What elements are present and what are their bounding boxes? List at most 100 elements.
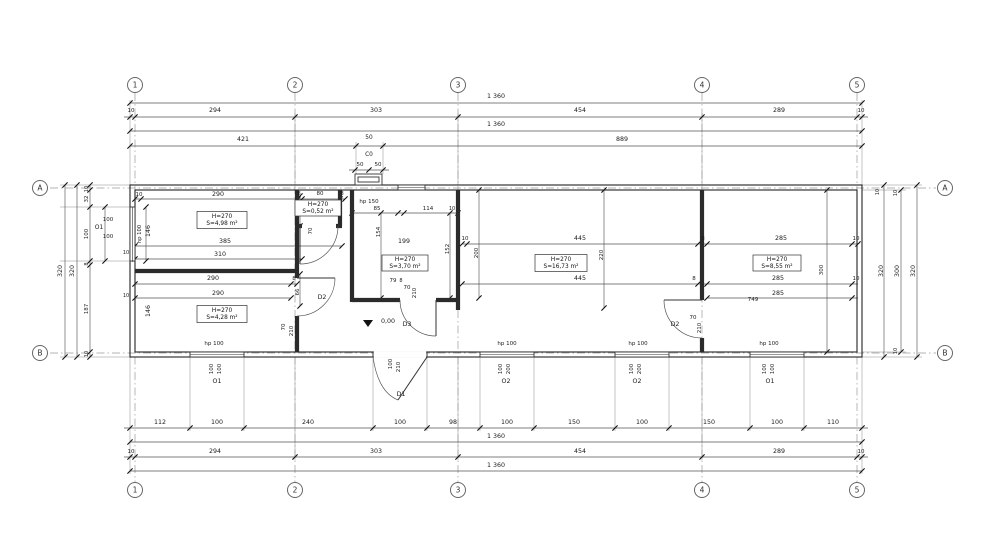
dimension-tick <box>881 182 887 188</box>
grid-axis-label: B <box>942 349 947 358</box>
dimension-tick <box>881 354 887 360</box>
dim-text: 32 <box>84 196 90 203</box>
dimension-tick <box>87 204 93 210</box>
dim-text: 421 <box>237 136 249 143</box>
dimension-tick <box>102 204 108 210</box>
dim-text: O1 <box>95 224 104 231</box>
dimension-tick <box>127 439 133 445</box>
door-opening <box>373 351 427 358</box>
dimension-tick <box>366 167 372 173</box>
room-label-box <box>534 254 588 272</box>
dim-text: O2 <box>633 378 642 385</box>
dim-text: 10 <box>462 236 469 242</box>
grid-axis-bubble <box>450 77 466 93</box>
dim-text: 220 <box>599 249 605 260</box>
dim-text: 187 <box>84 303 90 314</box>
dim-text: 385 <box>219 238 231 245</box>
dimension-tick <box>859 425 865 431</box>
dim-text: 100 <box>103 234 114 240</box>
dim-text: 50 <box>357 162 364 168</box>
dim-text: 445 <box>574 235 586 242</box>
room-height-label: H=270 <box>551 257 572 263</box>
dim-text: 10 <box>853 236 860 242</box>
dimension-tick <box>695 281 701 287</box>
dimension-tick <box>476 295 482 301</box>
dim-text: 303 <box>370 107 382 114</box>
dimension-tick <box>370 425 376 431</box>
grid-axis-bubble <box>450 482 466 498</box>
dim-text: 290 <box>212 191 224 198</box>
dimension-tick <box>292 454 298 460</box>
dimension-tick <box>854 454 860 460</box>
dimension-tick <box>464 241 470 247</box>
dim-text: 100 <box>394 419 406 426</box>
grid-axis-label: A <box>37 184 43 193</box>
dim-text: 70 <box>281 323 287 330</box>
dim-text: 1 360 <box>487 93 505 100</box>
dim-text: 454 <box>574 448 586 455</box>
dimension-tick <box>898 349 904 355</box>
dim-text: 10 <box>136 192 143 198</box>
grid-axis-bubble <box>287 77 303 93</box>
dimension-tick <box>288 295 294 301</box>
dim-text: 303 <box>370 448 382 455</box>
dimension-tick <box>859 454 865 460</box>
dim-text: 310 <box>214 251 226 258</box>
dimension-tick <box>127 114 133 120</box>
dim-text: 100 <box>771 419 783 426</box>
grid-axis-label: 5 <box>855 486 860 495</box>
dimension-tick <box>859 114 865 120</box>
dimension-tick <box>459 241 465 247</box>
dim-text: 85 <box>374 206 381 212</box>
room-area-label: S=3,70 m² <box>389 263 420 270</box>
dim-text: 100 <box>770 363 776 374</box>
dim-text: 320 <box>57 265 64 277</box>
grid-axis-bubble <box>849 482 865 498</box>
grid-axis-label: 4 <box>700 81 705 90</box>
dim-text: 1 360 <box>487 433 505 440</box>
dimension-tick <box>87 182 93 188</box>
grid-axis-bubble <box>694 482 710 498</box>
grid-axis-label: B <box>37 349 42 358</box>
grid-axis-bubble <box>849 77 865 93</box>
dim-text: 152 <box>445 244 451 255</box>
dimension-tick <box>241 425 247 431</box>
dim-text: 100 <box>217 363 223 374</box>
room-label-box <box>196 211 248 229</box>
dimension-tick <box>87 354 93 360</box>
dim-text: C0 <box>365 152 373 158</box>
dimension-tick <box>455 114 461 120</box>
grid-axis-bubble <box>127 77 143 93</box>
dimension-tick <box>62 182 68 188</box>
dimension-tick <box>849 295 855 301</box>
grid-axis-label: 2 <box>293 486 298 495</box>
dimension-tick <box>747 425 753 431</box>
dimension-tick <box>424 425 430 431</box>
dimension-tick <box>127 143 133 149</box>
dim-text: 290 <box>212 290 224 297</box>
room-label-box <box>381 254 429 272</box>
dim-text: 100 <box>629 363 635 374</box>
dim-text: 10 <box>858 449 865 455</box>
dimension-tick <box>102 258 108 264</box>
dimension-tick <box>143 258 149 264</box>
dimension-tick <box>612 425 618 431</box>
dimension-tick <box>187 425 193 431</box>
grid-axis-bubble <box>127 482 143 498</box>
dim-text: 66 <box>295 288 301 295</box>
dim-text: 10 <box>84 351 90 357</box>
dim-text: 70 <box>404 285 411 291</box>
dimension-tick <box>380 167 386 173</box>
dimension-tick <box>898 187 904 193</box>
room-height-label: H=270 <box>212 308 233 314</box>
dimension-tick <box>87 258 93 264</box>
dim-text: 50 <box>375 162 382 168</box>
dim-text: 8 <box>340 191 344 197</box>
dim-text: 210 <box>289 325 295 336</box>
dim-text: 10 <box>858 108 865 114</box>
dim-text: 100 <box>498 363 504 374</box>
dimension-tick <box>531 425 537 431</box>
dim-text: 285 <box>772 275 784 282</box>
dimension-tick <box>87 262 93 268</box>
dim-text: hp 100 <box>204 341 224 347</box>
